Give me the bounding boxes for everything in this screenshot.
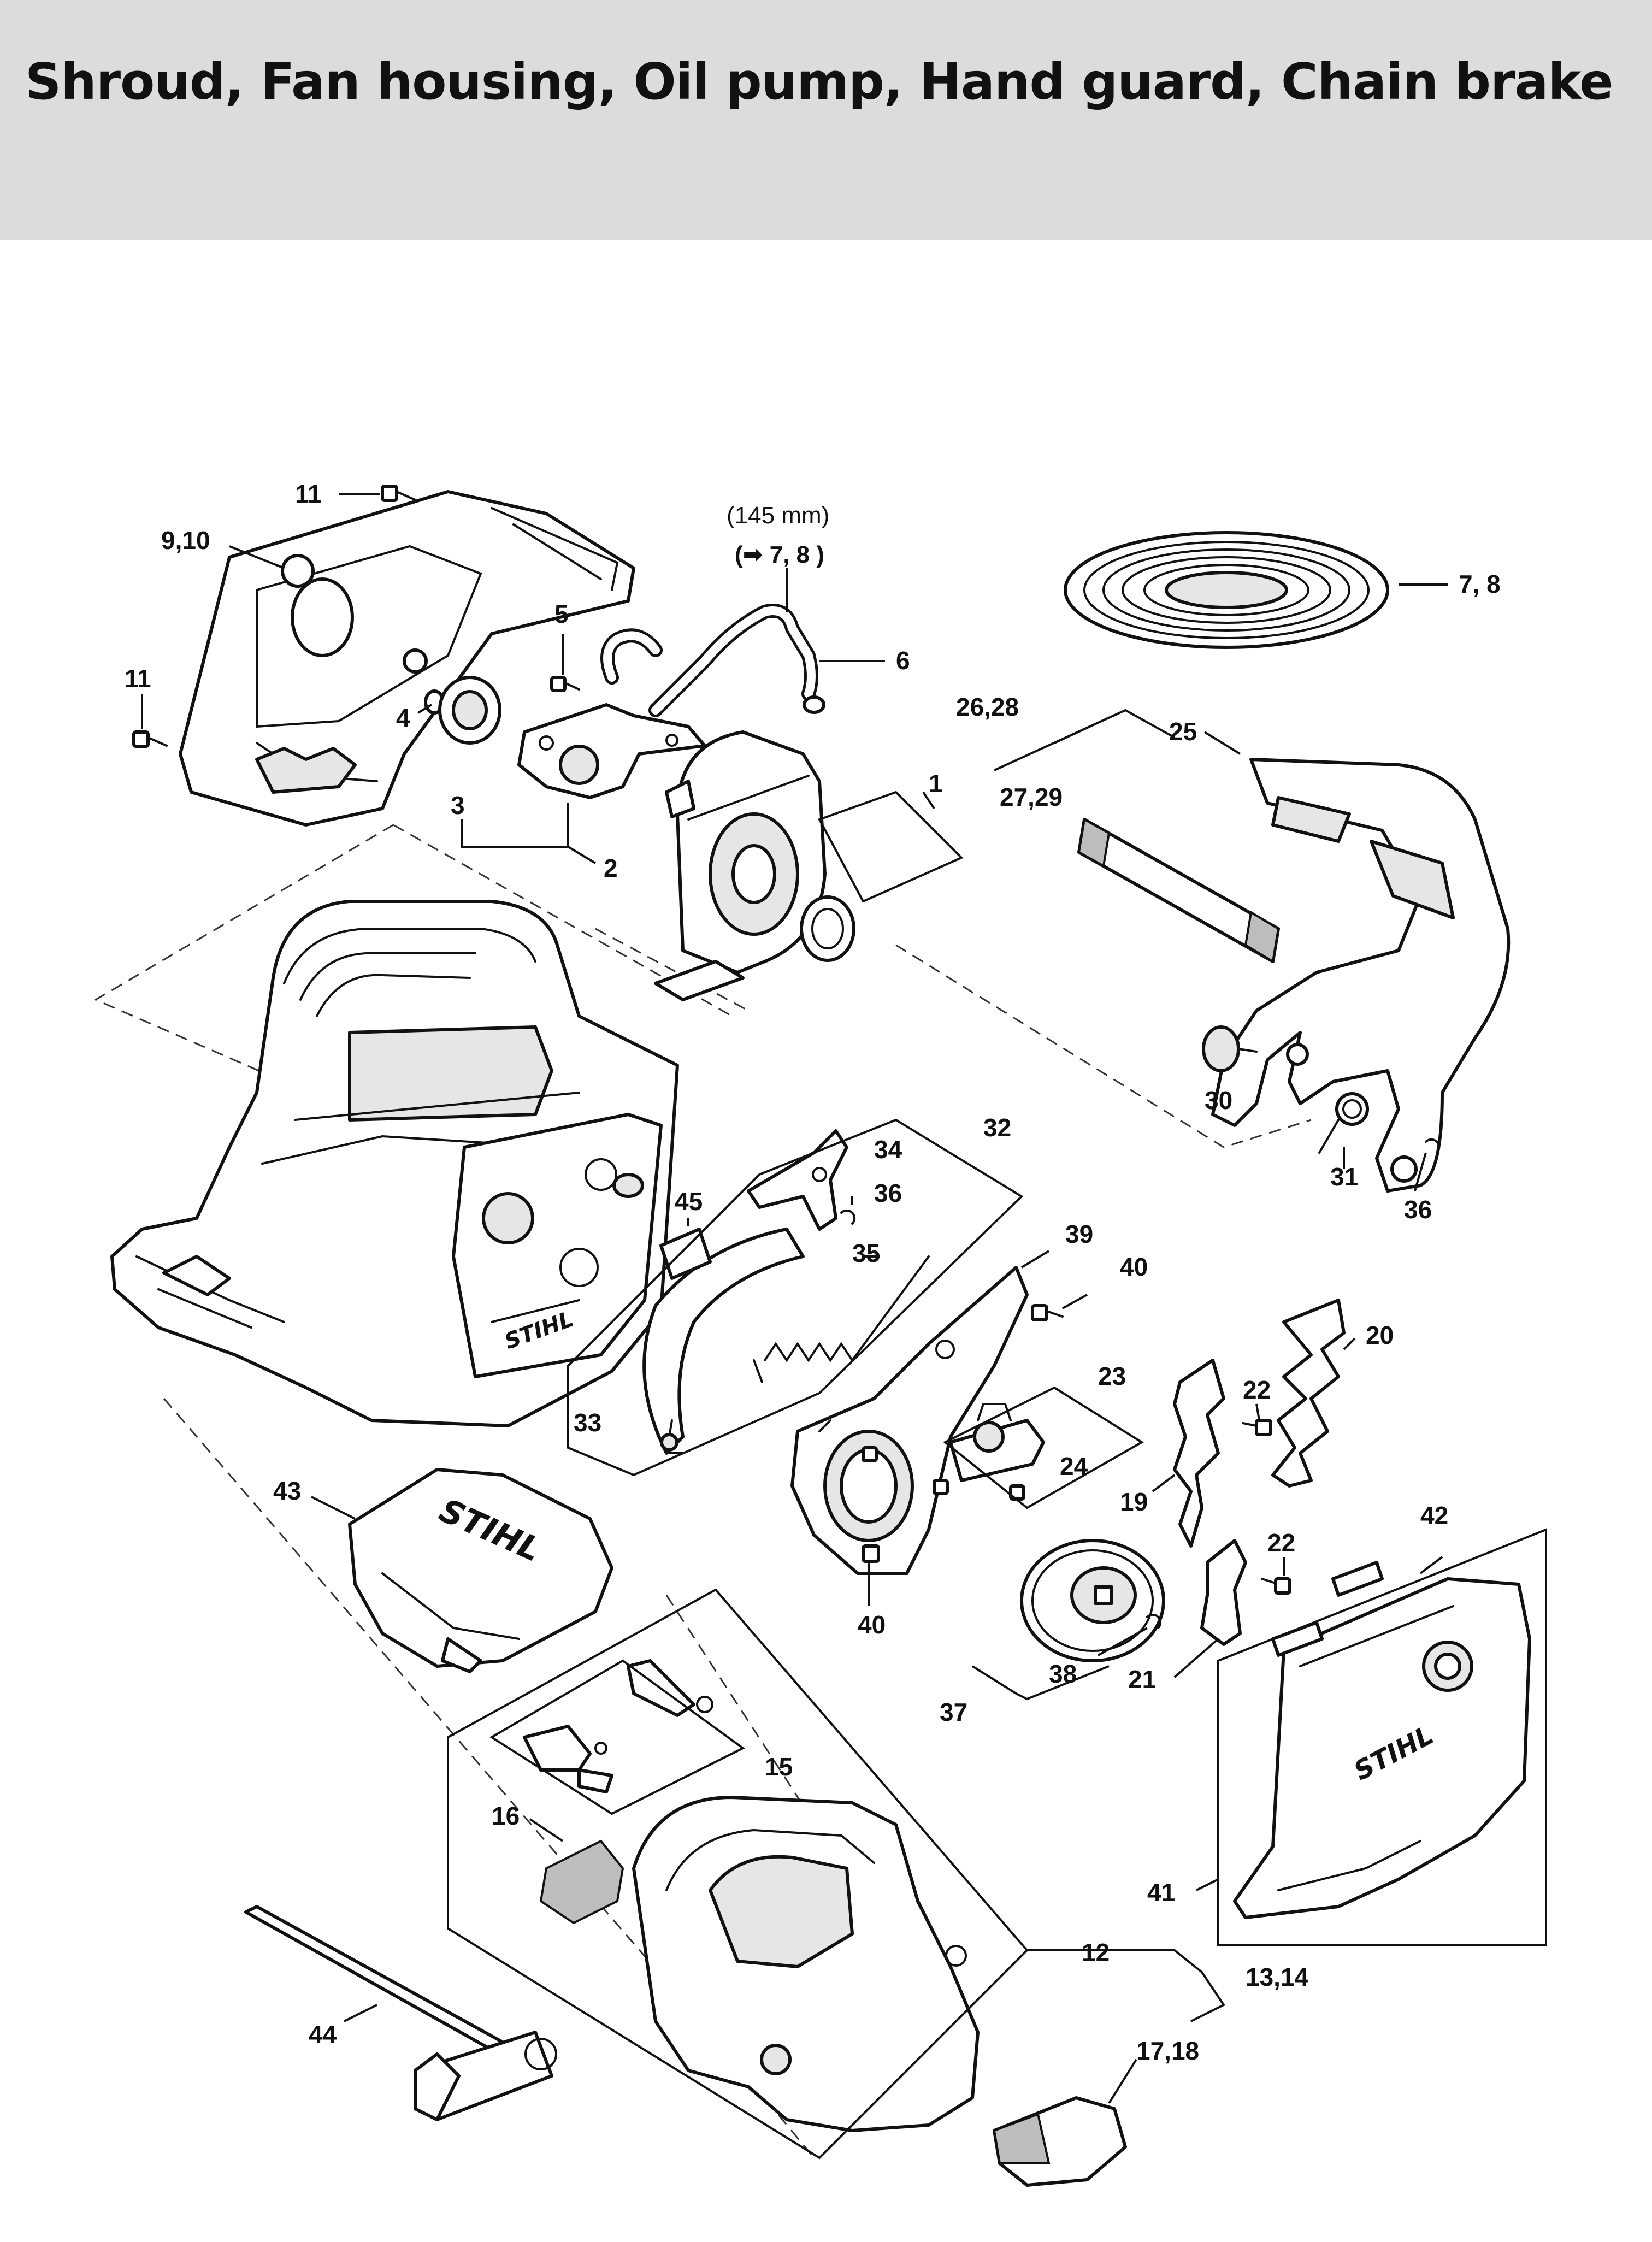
- callout-42: 42: [1420, 1501, 1448, 1530]
- callout-45: 45: [675, 1187, 703, 1216]
- plate-16: [539, 1839, 624, 1925]
- callout-5: 5: [554, 600, 569, 628]
- callout-41: 41: [1147, 1878, 1175, 1907]
- callout-16: 16: [492, 1802, 520, 1830]
- bumper-spike-19: [1173, 1359, 1225, 1548]
- oil-pump-2: [517, 703, 706, 799]
- hand-guard-25: [1211, 758, 1511, 1193]
- callout-9-10: 9,10: [161, 526, 210, 554]
- callout-38: 38: [1049, 1660, 1077, 1688]
- screw-22-top: [1242, 1419, 1272, 1436]
- screw-11-left: [132, 730, 168, 748]
- callout-27-29: 27,29: [1000, 783, 1063, 811]
- callout-44: 44: [309, 2020, 337, 2049]
- callout-12: 12: [1082, 1938, 1110, 1967]
- callout-17-18: 17,18: [1136, 2037, 1199, 2065]
- carburetor-cover-43: STIHL: [348, 1468, 613, 1673]
- callout-1: 1: [929, 769, 943, 798]
- callout-36-left: 36: [874, 1179, 902, 1207]
- callout-43: 43: [273, 1477, 301, 1505]
- callout-11-left: 11: [125, 664, 151, 693]
- callout-20: 20: [1366, 1321, 1394, 1349]
- callout-35: 35: [852, 1239, 880, 1267]
- header-band: Shroud, Fan housing, Oil pump, Hand guar…: [0, 0, 1652, 240]
- rear-handle-12: [632, 1796, 980, 2132]
- oil-hose-6: [600, 604, 825, 717]
- hose-length-note: (145 mm): [727, 502, 829, 529]
- bumper-spike-20: [1271, 1299, 1346, 1488]
- screw-11-top: [381, 485, 416, 502]
- callout-labels: 1 2 3 4 5 6 7, 8 9,10 11 11 12 13,14 15 …: [125, 480, 1501, 2065]
- plate-17-18: [993, 2096, 1127, 2187]
- callout-31: 31: [1330, 1163, 1358, 1191]
- sleeve-27-29: [1077, 817, 1280, 964]
- sprocket-cover-41: STIHL: [1233, 1577, 1531, 1919]
- bracket-lines: [141, 493, 1547, 2160]
- callout-34: 34: [874, 1135, 902, 1164]
- callout-33: 33: [574, 1408, 601, 1437]
- callout-2: 2: [604, 854, 618, 882]
- brake-lever-34: [747, 1129, 848, 1231]
- callout-21: 21: [1128, 1665, 1156, 1694]
- callout-24: 24: [1060, 1452, 1088, 1480]
- combination-wrench-44: [244, 1905, 557, 2121]
- callout-26-28: 26,28: [956, 693, 1019, 721]
- screw-40-bottom: [862, 1544, 880, 1563]
- callout-22-top: 22: [1243, 1376, 1271, 1404]
- hose-ref-note: (➡ 7, 8 ): [735, 541, 824, 568]
- callout-7-8: 7, 8: [1459, 570, 1501, 598]
- callout-23: 23: [1098, 1362, 1126, 1390]
- callout-39: 39: [1065, 1220, 1093, 1248]
- callout-37: 37: [940, 1698, 967, 1726]
- pad-45: [659, 1228, 712, 1280]
- callout-3: 3: [451, 791, 465, 819]
- chain-brake-housing-39: [790, 1266, 1029, 1575]
- clip-36-left: [840, 1209, 856, 1225]
- callout-15: 15: [765, 1753, 793, 1781]
- screw-40-top: [1031, 1304, 1064, 1321]
- oil-hose-coil-7-8: [1064, 531, 1389, 649]
- callout-25: 25: [1169, 717, 1197, 746]
- brake-spring-35: [753, 1255, 930, 1383]
- buffer-30: [1202, 1025, 1258, 1072]
- callout-4: 4: [396, 704, 410, 732]
- torsion-spring-31: [1318, 1092, 1369, 1154]
- catcher-plate-21: [1200, 1539, 1247, 1646]
- clip-36-right: [1425, 1138, 1441, 1154]
- callout-30: 30: [1205, 1086, 1232, 1114]
- callout-40-top: 40: [1120, 1253, 1148, 1281]
- worm-gear-3: [438, 676, 502, 745]
- callout-6: 6: [896, 646, 910, 675]
- clip-38: [1146, 1613, 1162, 1629]
- screw-chain-brake: [862, 1446, 1025, 1501]
- callout-19: 19: [1120, 1488, 1148, 1516]
- clutch-drum-37: [1020, 1539, 1165, 1662]
- fan-housing-1: [654, 730, 856, 1001]
- screw-22-bottom: [1261, 1577, 1291, 1595]
- brake-band-33: [642, 1228, 805, 1455]
- callout-36-right: 36: [1404, 1195, 1432, 1224]
- screw-5: [550, 676, 580, 692]
- callout-13-14: 13,14: [1246, 1963, 1309, 1991]
- callout-11-top: 11: [295, 480, 322, 508]
- callout-22-bottom: 22: [1267, 1529, 1295, 1557]
- page-title: Shroud, Fan housing, Oil pump, Hand guar…: [25, 52, 1614, 111]
- callout-32: 32: [983, 1113, 1011, 1142]
- callout-40-bottom: 40: [858, 1610, 886, 1639]
- engine-housing: STIHL: [110, 900, 679, 1427]
